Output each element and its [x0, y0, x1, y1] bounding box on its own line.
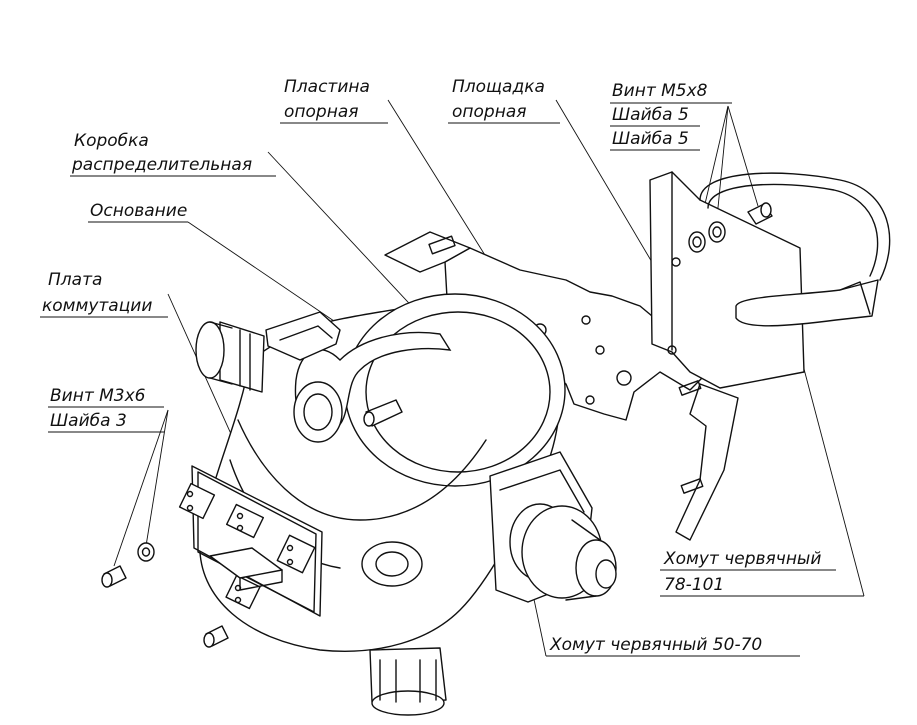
- label-osnovanie: Основание: [90, 201, 187, 221]
- worm-clamp-large: [699, 172, 891, 327]
- label-vint-m3: Винт М3х6: [50, 386, 146, 406]
- label-plata-line1: Плата: [48, 270, 102, 290]
- screw-washer-m3: [101, 542, 229, 648]
- cable-gland-right: [489, 451, 617, 603]
- mounting-bracket: [649, 171, 805, 541]
- label-khomut-large-line2: 78-101: [664, 575, 724, 595]
- label-khomut-large-line1: Хомут червячный: [663, 549, 821, 569]
- label-korobka-line1: Коробка: [74, 131, 149, 151]
- label-ploshchadka-line1: Площадка: [452, 77, 545, 97]
- label-plata-line2: коммутации: [42, 296, 152, 316]
- callout-labels: Пластина опорная Площадка опорная Винт М…: [42, 77, 821, 655]
- label-shaiba3: Шайба 3: [50, 411, 127, 431]
- label-khomut-small: Хомут червячный 50-70: [549, 635, 762, 655]
- label-korobka-line2: распределительная: [71, 155, 252, 175]
- cable-gland-left: [195, 321, 265, 393]
- label-plastina-line2: опорная: [284, 102, 358, 122]
- label-shaiba5-b: Шайба 5: [612, 129, 689, 149]
- label-plastina-line1: Пластина: [284, 77, 370, 97]
- cable-gland-bottom: [369, 647, 447, 716]
- switch-board: [178, 465, 323, 617]
- label-vint-m5: Винт М5х8: [612, 81, 708, 101]
- label-ploshchadka-line2: опорная: [452, 102, 526, 122]
- label-shaiba5-a: Шайба 5: [612, 105, 689, 125]
- screw-washers-m5: [688, 202, 773, 253]
